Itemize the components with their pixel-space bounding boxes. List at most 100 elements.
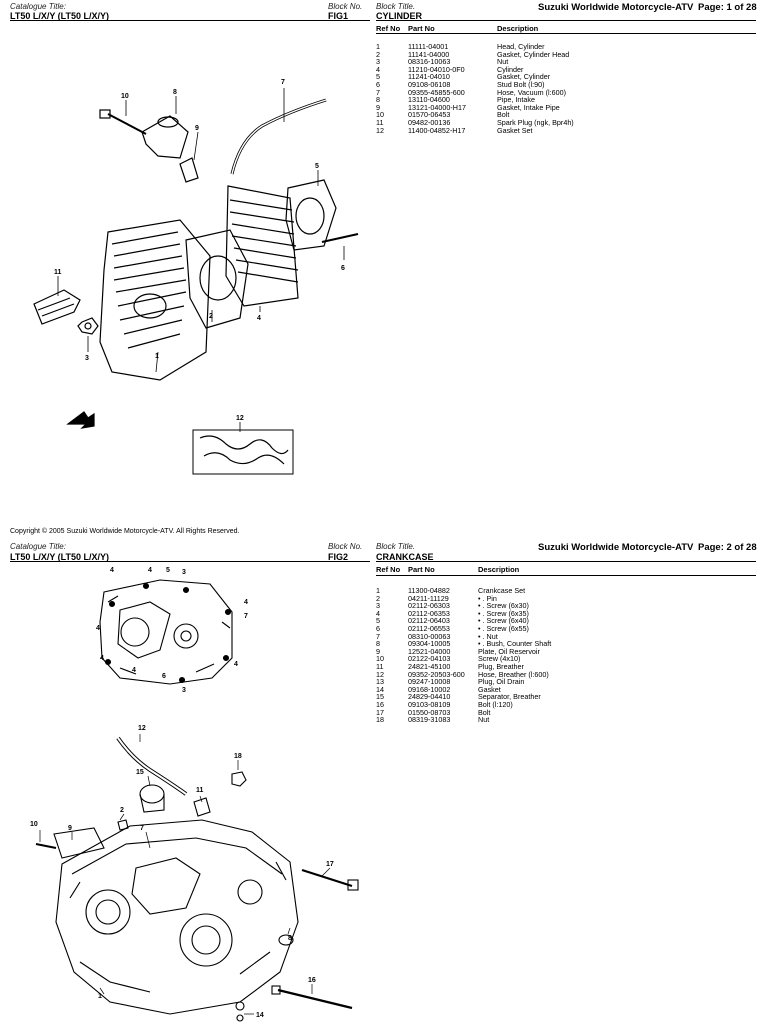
callout-4: 4 xyxy=(257,315,261,322)
part-ref-no: 4 xyxy=(376,64,380,74)
part-description: • . Screw (6x30) xyxy=(478,601,529,611)
part-number: 02112-06553 xyxy=(408,623,450,633)
col-description: Description xyxy=(497,24,539,33)
part-ref-no: 18 xyxy=(376,715,384,725)
part-ref-no: 5 xyxy=(376,616,380,626)
part-number: 11300-04882 xyxy=(408,586,450,595)
part-description: Screw (4x10) xyxy=(478,654,521,664)
part-ref-no: 11 xyxy=(376,661,384,671)
callout-10: 10 xyxy=(30,821,38,828)
part-ref-no: 2 xyxy=(376,49,380,59)
block-no-label: Block No. xyxy=(328,2,363,11)
part-description: Hose, Vacuum (l:600) xyxy=(497,87,566,97)
part-description: • . Screw (6x55) xyxy=(478,623,529,633)
part-description: Plug, Oil Drain xyxy=(478,677,525,687)
callout-14: 14 xyxy=(256,1012,264,1019)
callout-8: 8 xyxy=(173,89,177,96)
crankcase-exploded-diagram: 4 4 5 3 4 7 4 4 4 4 6 3 12 18 15 11 2 10… xyxy=(30,567,359,1022)
callout-12: 12 xyxy=(138,725,146,732)
brand-title: Suzuki Worldwide Motorcycle-ATV xyxy=(538,542,694,553)
col-description: Description xyxy=(478,565,520,574)
callout-10: 10 xyxy=(121,93,129,100)
part-ref-no: 10 xyxy=(376,110,384,120)
callout-6: 6 xyxy=(341,265,345,272)
part-number: 11210-04010-0F0 xyxy=(408,64,465,74)
header-rule-left xyxy=(10,20,370,21)
part-number: 02112-06353 xyxy=(408,608,450,618)
catalogue-title-value: LT50 L/X/Y (LT50 L/X/Y) xyxy=(10,552,110,562)
callout-3: 3 xyxy=(85,355,89,362)
col-ref-no: Ref No xyxy=(376,565,401,574)
part-number: 24829-04410 xyxy=(408,692,451,702)
header-rule-left xyxy=(10,561,370,562)
part-number: 09103-08109 xyxy=(408,699,451,709)
callout-16: 16 xyxy=(308,977,316,984)
callout-9: 9 xyxy=(195,125,199,132)
part-ref-no: 15 xyxy=(376,692,384,702)
part-ref-no: 11 xyxy=(376,117,384,127)
part-description: Gasket, Cylinder Head xyxy=(497,49,570,59)
part-description: Gasket, Cylinder xyxy=(497,72,551,82)
table-header-rule xyxy=(376,575,756,576)
part-description: Hose, Breather (l:600) xyxy=(478,669,549,679)
part-number: 09168-10002 xyxy=(408,684,451,694)
header-rule-right xyxy=(376,20,756,21)
part-number: 09352-20503-600 xyxy=(408,669,465,679)
block-no-label: Block No. xyxy=(328,542,363,551)
part-number: 02122-04103 xyxy=(408,654,451,664)
part-ref-no: 4 xyxy=(376,608,380,618)
part-number: 08310-00063 xyxy=(408,631,451,641)
callout-2: 2 xyxy=(120,807,124,814)
part-ref-no: 10 xyxy=(376,654,384,664)
part-description: Head, Cylinder xyxy=(497,42,545,51)
cylinder-exploded-diagram: 7 5 6 10 8 9 11 3 1 2 4 12 xyxy=(33,79,359,475)
callout-2: 2 xyxy=(209,313,213,320)
callout-5: 5 xyxy=(166,567,170,574)
part-number: 11400-04852-H17 xyxy=(408,125,466,135)
callout-4: 4 xyxy=(132,667,136,674)
callout-8: 8 xyxy=(288,935,292,942)
part-number: 12521-04000 xyxy=(408,646,451,656)
callout-1: 1 xyxy=(155,353,159,360)
part-ref-no: 12 xyxy=(376,125,384,135)
page-number: Page: 2 of 28 xyxy=(698,542,757,553)
part-number: 08319-31083 xyxy=(408,715,451,725)
callout-7: 7 xyxy=(140,825,144,832)
part-description: • . Nut xyxy=(478,631,498,641)
part-number: 13110-04600 xyxy=(408,95,450,105)
part-description: • . Bush, Counter Shaft xyxy=(478,639,552,649)
table-header-rule xyxy=(376,33,756,34)
part-number: 09304-10005 xyxy=(408,639,451,649)
part-ref-no: 6 xyxy=(376,79,380,89)
block-title-label: Block Title. xyxy=(376,2,416,11)
part-number: 11241-04010 xyxy=(408,72,450,82)
part-ref-no: 8 xyxy=(376,639,380,649)
callout-3: 3 xyxy=(182,569,186,576)
callout-4: 4 xyxy=(110,567,114,574)
col-part-no: Part No xyxy=(408,565,435,574)
part-number: 09247-10008 xyxy=(408,677,451,687)
callout-4: 4 xyxy=(234,661,238,668)
callout-18: 18 xyxy=(234,753,242,760)
part-ref-no: 13 xyxy=(376,677,384,687)
part-description: Spark Plug (ngk, Bpr4h) xyxy=(497,117,574,127)
catalogue-title-label: Catalogue Title: xyxy=(10,542,66,551)
part-number: 04211-11129 xyxy=(408,593,449,603)
